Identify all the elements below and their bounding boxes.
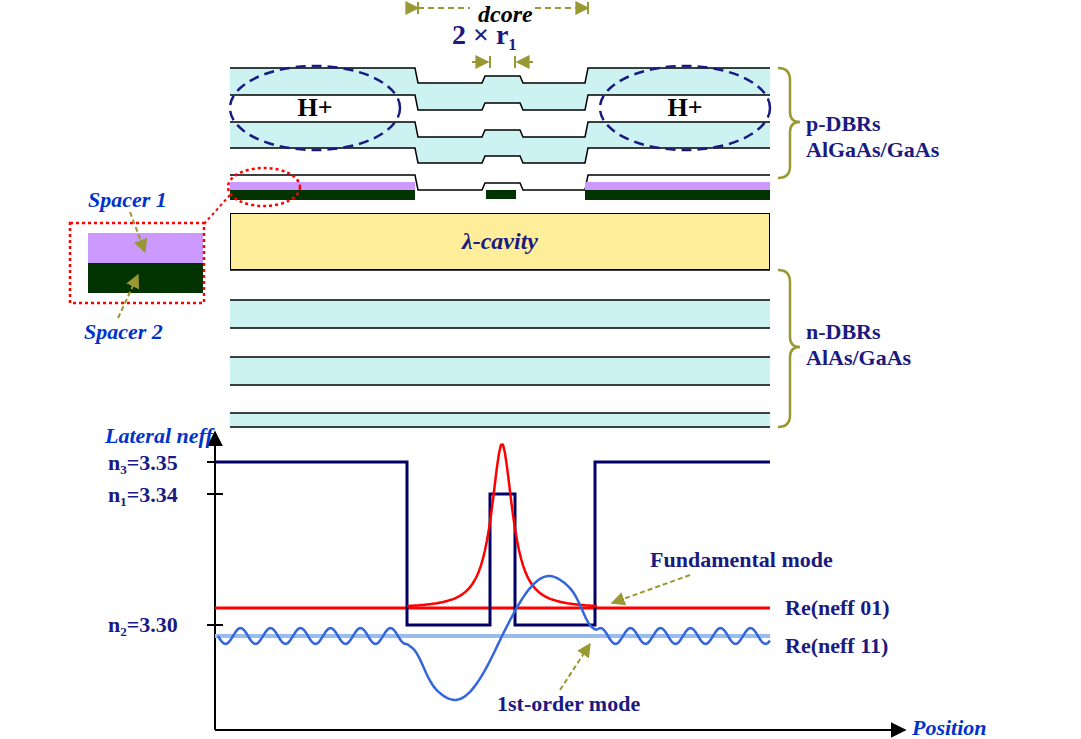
inset [70,212,204,318]
axis-label: Position [912,716,987,739]
brackets [778,68,800,427]
curve-label: 1st-order mode [497,692,640,716]
layer-label: n-DBRs [806,320,881,344]
curve-label: Fundamental mode [650,548,833,572]
spacer-layers [230,182,770,200]
neff01-line [215,607,770,610]
p-dbr-layers [230,68,770,190]
fundamental-mode-curve [407,445,597,606]
axis-label: Lateral neff [105,424,213,448]
layer-label: Spacer 1 [88,188,167,212]
node-text: H+ [667,93,702,123]
cavity-layer: λ-cavity [230,213,770,270]
leader-line [612,575,690,603]
tick-label: n₂=3.30 [108,613,178,637]
layer-label: AlGaAs/GaAs [806,138,939,162]
layer-label: AlAs/GaAs [806,346,911,370]
leader-line [560,644,590,690]
tick-label: n₃=3.35 [108,451,178,475]
layer-label: p-DBRs [806,112,881,136]
axes [207,432,905,730]
layer-label: Spacer 2 [84,320,163,344]
dimension-label: 2 × r₁ [452,20,517,51]
node-text: H+ [297,93,332,123]
node-text: λ-cavity [462,228,538,255]
dimension-lines [418,2,588,68]
tick-label: n₁=3.34 [108,483,178,507]
n-dbr-layers [230,270,770,427]
neff11-line [215,634,770,638]
curve-label: Re(neff 01) [785,596,889,620]
implant-region-label: H+ [610,70,760,146]
index-profile [215,462,770,625]
zoom-circle [228,168,300,206]
implant-region [230,66,400,150]
implant-region-label: H+ [240,70,390,146]
curve-label: Re(neff 11) [785,634,888,658]
implant-region [600,66,770,150]
first-order-mode-curve [218,576,770,700]
